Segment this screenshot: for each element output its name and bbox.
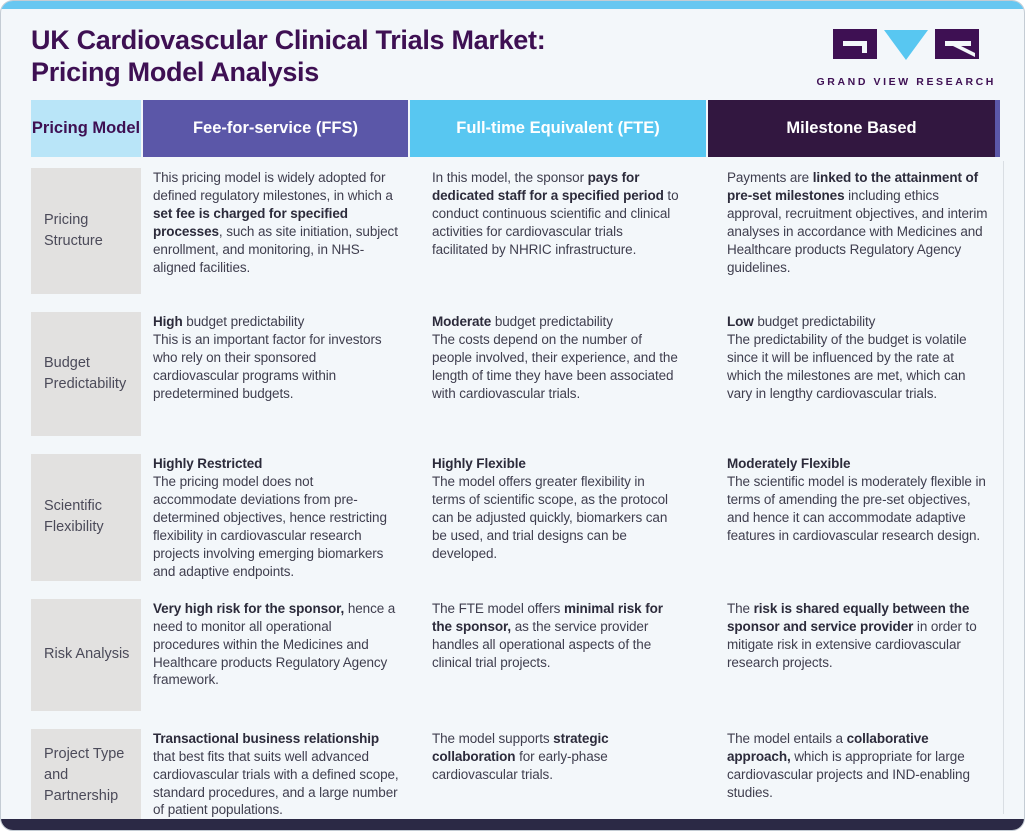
- table-cell: In this model, the sponsor pays for dedi…: [432, 170, 679, 257]
- pricing-model-table: Pricing Model Fee-for-service (FFS) Full…: [31, 100, 1004, 823]
- gvr-logo-icon: [833, 29, 980, 60]
- page-title-line2: Pricing Model Analysis: [31, 56, 319, 87]
- page-title-line1: UK Cardiovascular Clinical Trials Market…: [31, 25, 546, 55]
- top-accent-bar: [1, 1, 1024, 9]
- row-label: Budget Predictability: [31, 312, 141, 436]
- table-cell: Highly Flexible The model offers greater…: [432, 456, 668, 561]
- masthead: UK Cardiovascular Clinical Trials Market…: [31, 25, 1000, 88]
- table-header-row: Pricing Model Fee-for-service (FFS) Full…: [31, 100, 1004, 157]
- row-label: Project Type and Partnership: [31, 728, 141, 823]
- table-cell: Moderate budget predictability The costs…: [432, 314, 678, 401]
- table-right-border: [1003, 161, 1004, 814]
- header-cell-pricing-model: Pricing Model: [31, 100, 141, 157]
- table-cell: The risk is shared equally between the s…: [727, 600, 977, 670]
- table-cell: Highly Restricted The pricing model does…: [153, 456, 387, 579]
- table-cell: The model supports strategic collaborati…: [432, 730, 609, 782]
- table-cell: Transactional business relationship that…: [153, 730, 399, 818]
- table-cell: Low budget predictability The predictabi…: [727, 314, 967, 401]
- table-cell: High budget predictability This is an im…: [153, 314, 382, 401]
- table-cell: Very high risk for the sponsor, hence a …: [153, 600, 396, 688]
- table-cell: The model entails a collaborative approa…: [727, 730, 970, 800]
- grand-view-research-logo: GRAND VIEW RESEARCH: [817, 27, 997, 88]
- table-cell: This pricing model is widely adopted for…: [153, 170, 398, 275]
- page-title: UK Cardiovascular Clinical Trials Market…: [31, 25, 546, 88]
- header-cell-milestone-based: Milestone Based: [708, 100, 1000, 157]
- row-label: Scientific Flexibility: [31, 454, 141, 581]
- table-cell: The FTE model offers minimal risk for th…: [432, 600, 663, 670]
- logo-wordmark: GRAND VIEW RESEARCH: [816, 76, 996, 88]
- row-label: Risk Analysis: [31, 598, 141, 711]
- table-cell: Moderately Flexible The scientific model…: [727, 456, 986, 543]
- header-cell-fee-for-service: Fee-for-service (FFS): [143, 100, 408, 157]
- header-cell-full-time-equivalent: Full-time Equivalent (FTE): [410, 100, 706, 157]
- row-label: Pricing Structure: [31, 168, 141, 294]
- table-cell: Payments are linked to the attainment of…: [727, 170, 988, 275]
- bottom-accent-bar: [1, 819, 1024, 830]
